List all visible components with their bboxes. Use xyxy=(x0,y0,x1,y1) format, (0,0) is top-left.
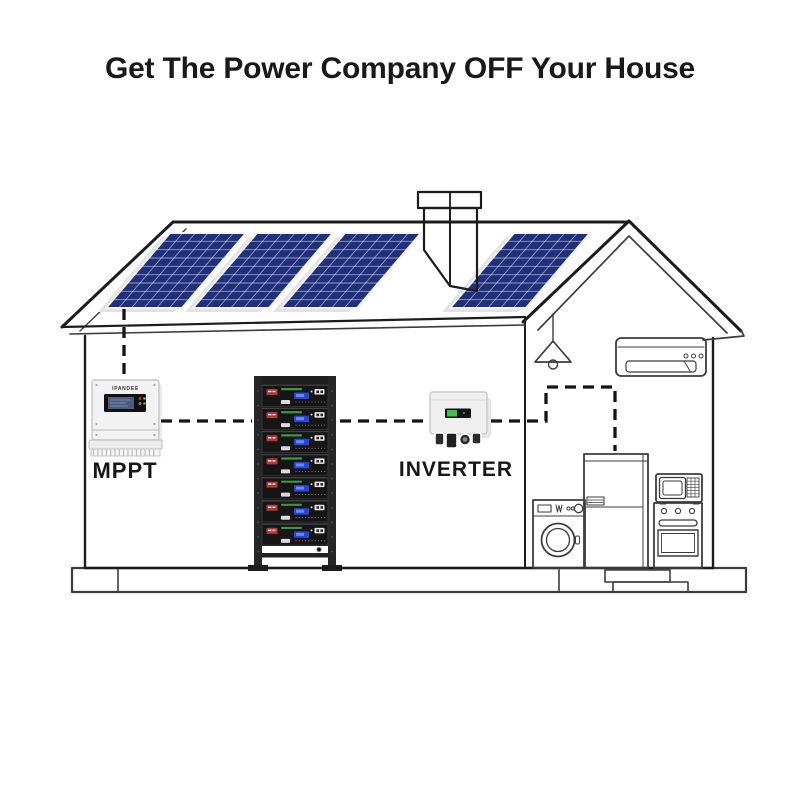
solar-panel xyxy=(98,232,249,312)
microwave-icon xyxy=(655,473,703,505)
solar-panel-array xyxy=(98,232,593,312)
battery-module xyxy=(261,476,329,500)
mppt-heatsink xyxy=(92,449,155,456)
inverter xyxy=(429,391,491,449)
battery-module xyxy=(261,430,329,454)
inverter-connectors xyxy=(434,432,482,449)
battery-module xyxy=(261,407,329,430)
mppt-label: MPPT xyxy=(92,458,157,483)
gable-inner xyxy=(537,235,728,334)
pendant-lamp-icon xyxy=(534,313,572,370)
solar-panel xyxy=(273,232,424,312)
pedestal-step xyxy=(604,569,671,583)
refrigerator-icon xyxy=(583,453,649,569)
mppt-brand: IPANDEE xyxy=(112,386,139,392)
washing-machine-icon xyxy=(532,499,586,569)
foundation xyxy=(70,566,748,594)
solar-panel xyxy=(442,232,593,312)
battery-rack xyxy=(248,376,342,571)
oven-icon xyxy=(653,502,703,569)
battery-module xyxy=(261,500,329,523)
roof-fascia xyxy=(69,324,526,335)
wire-inverter-to-loads xyxy=(491,385,617,451)
connection-lines xyxy=(122,309,617,451)
pedestal-step xyxy=(612,581,689,593)
battery-module xyxy=(261,523,329,546)
gable-eave-cap xyxy=(702,329,745,341)
rack-rail-holes xyxy=(257,390,333,553)
battery-module xyxy=(261,384,329,407)
battery-modules xyxy=(261,384,329,546)
microwave-keypad xyxy=(686,477,700,498)
chimney xyxy=(416,190,483,293)
page-title: Get The Power Company OFF Your House xyxy=(104,52,696,85)
solar-panel xyxy=(185,232,336,312)
gable-outer xyxy=(521,219,743,333)
battery-module xyxy=(261,453,329,477)
air-conditioner-icon xyxy=(615,337,707,377)
mppt-controller: IPANDEE xyxy=(88,379,163,457)
inverter-label: INVERTER xyxy=(399,458,513,481)
roof-eave xyxy=(60,315,527,329)
